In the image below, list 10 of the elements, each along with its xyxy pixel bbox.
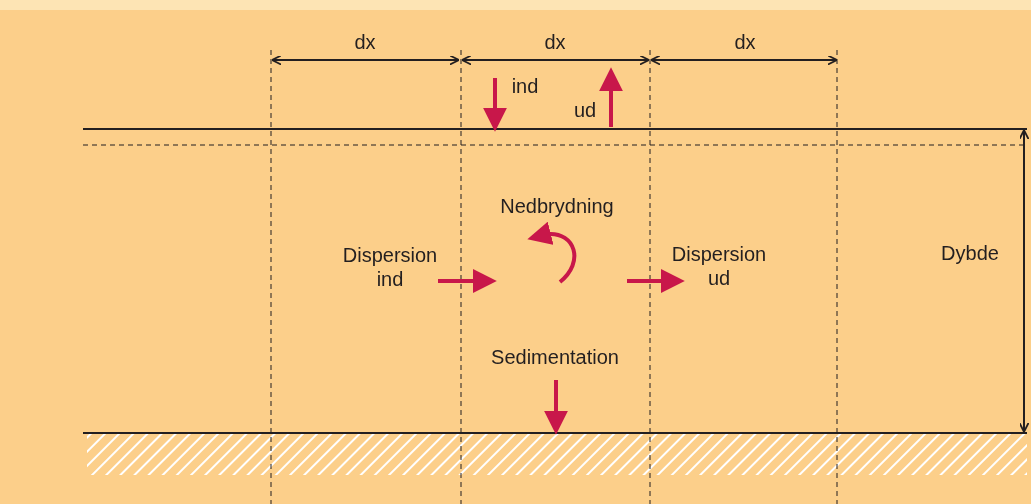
dimension-label: dx xyxy=(734,30,756,54)
dimension-label: dx xyxy=(544,30,566,54)
dimension-label: dx xyxy=(354,30,376,54)
arrow-label: ind xyxy=(511,74,539,98)
process-label: Dispersion ind xyxy=(341,243,439,291)
arrow-label: ud xyxy=(573,98,597,122)
process-label: Dispersion ud xyxy=(670,242,768,290)
process-label: Sedimentation xyxy=(491,345,619,369)
process-label: Nedbrydning xyxy=(500,194,614,218)
dimension-label: Dybde xyxy=(941,241,999,265)
